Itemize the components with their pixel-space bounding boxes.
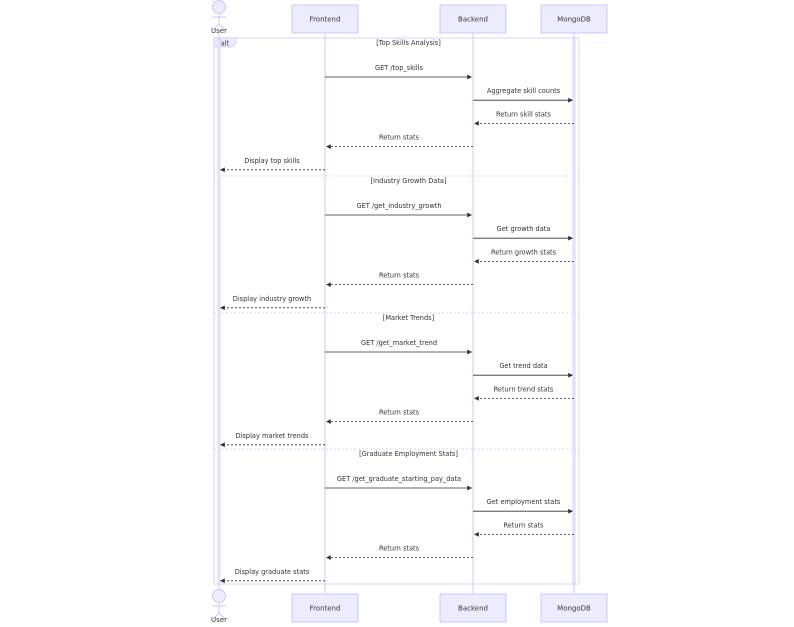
message-return-stats: Return stats <box>326 134 473 150</box>
message-return-stats: Return stats <box>326 272 473 288</box>
activation-bar-mongodb <box>572 39 576 585</box>
participant-backend-bottom: Backend <box>439 593 507 623</box>
participant-label-user: User <box>211 27 227 35</box>
message-label: Return stats <box>379 545 420 553</box>
participant-label-frontend: Frontend <box>310 605 341 613</box>
message-get-get-industry-growth: GET /get_industry_growth <box>325 202 472 218</box>
participant-label-mongodb: MongoDB <box>557 16 591 24</box>
message-label: Return stats <box>379 272 420 280</box>
message-label: Get growth data <box>497 225 551 233</box>
message-get-growth-data: Get growth data <box>473 225 573 241</box>
message-return-stats: Return stats <box>326 545 473 560</box>
section-condition-top-skills-analysis: [Top Skills Analysis] <box>376 39 441 47</box>
message-label: Return stats <box>379 134 420 142</box>
message-label: GET /get_market_trend <box>361 339 437 347</box>
message-label: GET /top_skills <box>375 64 423 72</box>
section-condition-market-trends: [Market Trends] <box>383 314 434 322</box>
participant-box-frontend <box>291 593 359 623</box>
user-leg-icon <box>218 23 226 31</box>
lifelines-layer <box>217 33 576 594</box>
participant-label-mongodb: MongoDB <box>557 605 591 613</box>
alt-label: alt <box>221 40 230 48</box>
message-get-get-market-trend: GET /get_market_trend <box>325 339 472 355</box>
message-return-skill-stats: Return skill stats <box>474 110 574 126</box>
message-label: Display graduate stats <box>235 568 310 576</box>
message-get-trend-data: Get trend data <box>473 362 573 378</box>
message-label: GET /get_graduate_starting_pay_data <box>337 475 461 483</box>
user-leg-icon <box>212 612 220 620</box>
message-display-graduate-stats: Display graduate stats <box>220 568 325 584</box>
participant-box-mongodb <box>540 593 608 623</box>
user-leg-icon <box>218 612 226 620</box>
message-display-industry-growth: Display industry growth <box>220 295 325 311</box>
message-display-top-skills: Display top skills <box>220 157 325 173</box>
message-label: Return stats <box>503 521 544 529</box>
message-label: Return growth stats <box>491 248 557 256</box>
message-get-top-skills: GET /top_skills <box>325 64 472 80</box>
participant-mongodb-bottom: MongoDB <box>540 593 608 623</box>
participant-box-backend <box>439 4 507 34</box>
message-label: Get employment stats <box>487 498 561 506</box>
message-return-stats: Return stats <box>474 521 574 537</box>
user-head-icon <box>212 0 226 14</box>
message-label: Display market trends <box>236 432 309 440</box>
message-label: Return stats <box>379 409 420 417</box>
participant-frontend-bottom: Frontend <box>291 593 359 623</box>
message-label: Return skill stats <box>496 110 551 118</box>
message-return-growth-stats: Return growth stats <box>474 248 574 264</box>
message-return-stats: Return stats <box>326 409 473 425</box>
message-display-market-trends: Display market trends <box>220 432 325 448</box>
message-label: GET /get_industry_growth <box>357 202 442 210</box>
message-get-employment-stats: Get employment stats <box>473 498 573 514</box>
participant-user-top: User <box>211 0 227 35</box>
participant-frontend-top: Frontend <box>291 4 359 34</box>
message-label: Aggregate skill counts <box>487 87 561 95</box>
message-aggregate-skill-counts: Aggregate skill counts <box>473 87 573 103</box>
message-label: Return trend stats <box>494 385 554 393</box>
participant-user-bottom: User <box>211 589 227 624</box>
message-label: Get trend data <box>499 362 547 370</box>
activation-bar-user <box>217 39 221 585</box>
user-head-icon <box>212 589 226 603</box>
user-leg-icon <box>212 23 220 31</box>
participant-backend-top: Backend <box>439 4 507 34</box>
participant-label-backend: Backend <box>458 16 488 24</box>
participant-mongodb-top: MongoDB <box>540 4 608 34</box>
message-label: Display industry growth <box>233 295 311 303</box>
message-return-trend-stats: Return trend stats <box>474 385 574 401</box>
participant-box-frontend <box>291 4 359 34</box>
message-label: Display top skills <box>244 157 300 165</box>
participants-layer: UserUserFrontendFrontendBackendBackendMo… <box>211 0 608 624</box>
message-get-get-graduate-starting-pay-data: GET /get_graduate_starting_pay_data <box>325 475 472 491</box>
participant-box-backend <box>439 593 507 623</box>
participant-label-backend: Backend <box>458 605 488 613</box>
alt-frame-layer: alt [Top Skills Analysis] [Industry Growth… <box>213 37 580 585</box>
section-condition-graduate-employment-stats: [Graduate Employment Stats] <box>359 450 458 458</box>
participant-label-frontend: Frontend <box>310 16 341 24</box>
section-condition-industry-growth-data: [Industry Growth Data] <box>370 177 446 185</box>
participant-label-user: User <box>211 616 227 624</box>
alt-frame <box>213 37 580 585</box>
participant-box-mongodb <box>540 4 608 34</box>
